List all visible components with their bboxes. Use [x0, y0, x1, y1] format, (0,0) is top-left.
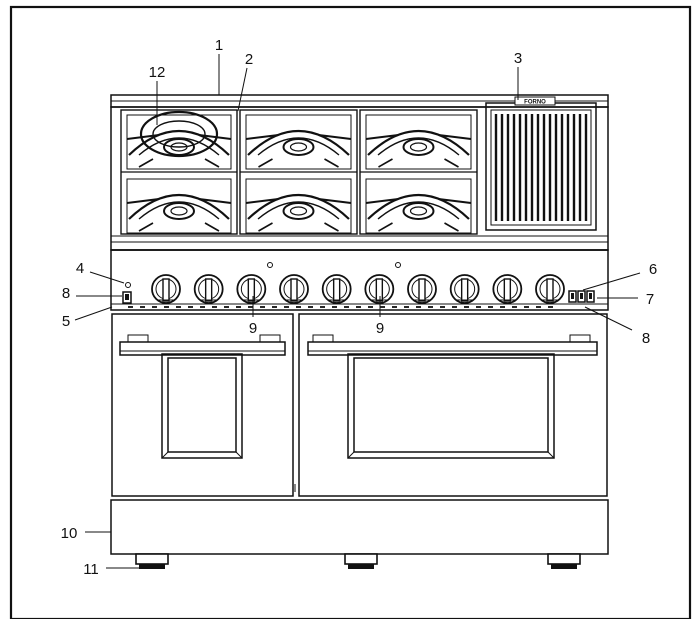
burner	[245, 178, 352, 234]
callout-2: 2	[245, 51, 253, 68]
burner	[245, 114, 352, 170]
callout-11: 11	[83, 561, 99, 578]
callout-9-right: 9	[376, 320, 384, 337]
grate-section	[120, 109, 238, 235]
burner-knobs	[151, 274, 565, 304]
callout-8-left: 8	[62, 285, 70, 302]
burner-knob	[321, 274, 352, 304]
leg	[344, 553, 378, 569]
callout-12: 12	[149, 64, 166, 81]
callout-1: 1	[215, 37, 223, 54]
oven-light-switch-left	[122, 291, 132, 304]
burner	[365, 178, 472, 234]
left-oven-handle	[119, 341, 286, 356]
adjustable-legs	[135, 553, 581, 569]
brand-plate	[514, 96, 556, 106]
callout-labels: 1 2 3 12 4 8 5 9 9 6 7 8 10 11	[61, 37, 658, 578]
figure-border	[9, 5, 692, 619]
burner-knob	[449, 274, 480, 304]
left-oven-door	[111, 313, 294, 497]
leg	[135, 553, 169, 569]
burner-knob	[236, 274, 267, 304]
wok-ring	[139, 110, 219, 158]
brand-plate-text: FORNO	[524, 100, 546, 106]
leader-lines	[74, 54, 641, 569]
griddle-ribs	[494, 114, 588, 221]
burner-knob	[492, 274, 523, 304]
knob-indicator-dot	[267, 262, 273, 268]
left-oven-window	[161, 353, 243, 459]
callout-4: 4	[76, 260, 84, 277]
callout-8-right: 8	[642, 330, 650, 347]
burner-knob	[151, 274, 181, 304]
burner	[365, 114, 472, 170]
grate-section	[239, 109, 358, 235]
grate-section	[359, 109, 478, 235]
griddle: FORNO	[485, 96, 597, 231]
control-panel	[110, 249, 609, 311]
callout-3: 3	[514, 50, 522, 67]
indicator-light-left	[125, 282, 131, 288]
burner-knob	[535, 274, 565, 304]
burner	[126, 178, 232, 234]
callout-5: 5	[62, 313, 70, 330]
burner-knob	[279, 274, 309, 304]
oven-switches-right	[568, 290, 595, 303]
leg	[547, 553, 581, 569]
right-oven-door	[298, 313, 608, 497]
right-oven-window	[347, 353, 555, 459]
burner-grates	[120, 109, 478, 235]
burner-knob	[193, 274, 224, 304]
knob-indicator-dot	[395, 262, 401, 268]
kick-plate	[110, 499, 609, 555]
callout-7: 7	[646, 291, 654, 308]
right-oven-handle	[307, 341, 598, 356]
burner-knob	[407, 274, 437, 304]
callout-9-left: 9	[249, 320, 257, 337]
callout-10: 10	[61, 525, 78, 542]
burner-knob	[364, 274, 395, 304]
callout-6: 6	[649, 261, 657, 278]
